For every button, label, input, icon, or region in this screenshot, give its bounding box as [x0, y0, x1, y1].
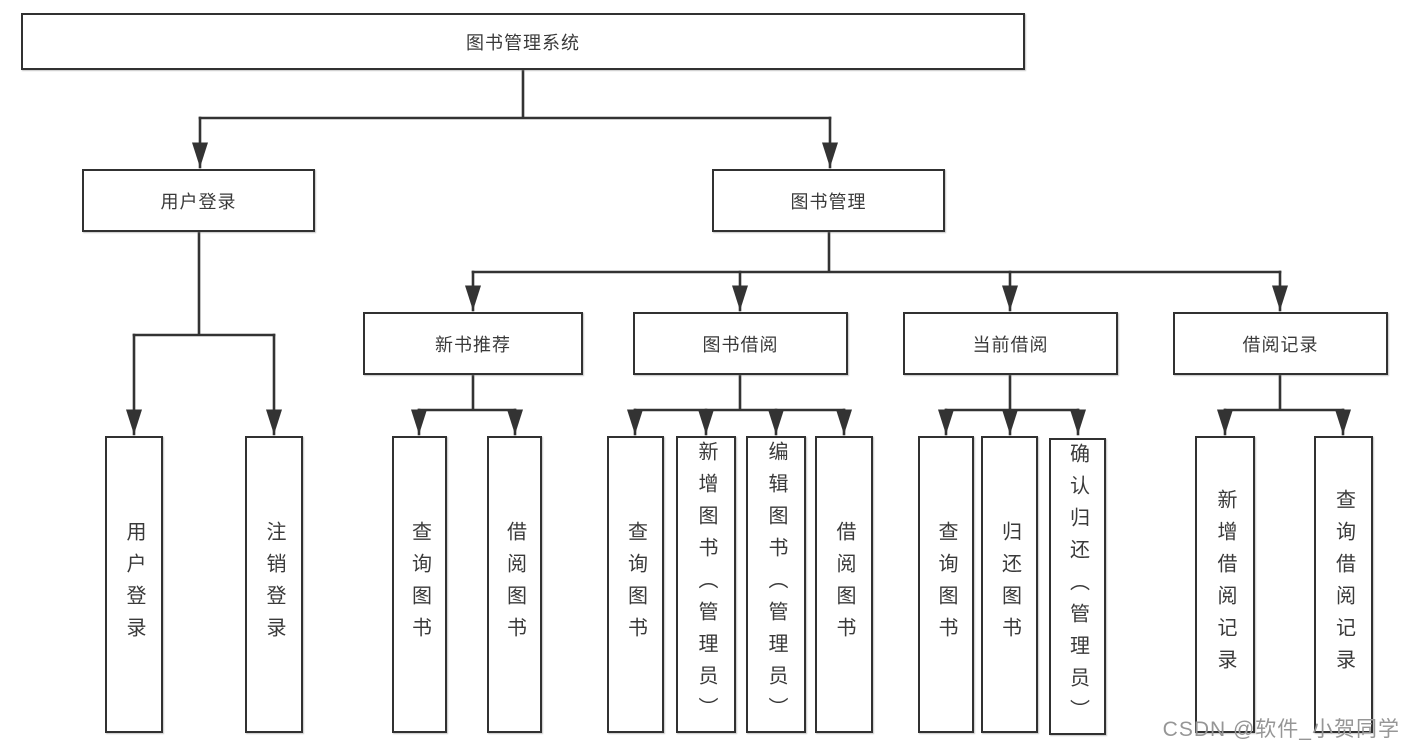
node-library-system-root: 图书管理系统 [21, 13, 1025, 70]
node-label: 查询图书 [624, 520, 647, 649]
node-leaf-confirm-return-admin: 确认归还（管理员） [1049, 438, 1106, 735]
node-user-login: 用户登录 [82, 169, 315, 232]
connector-user-login-split [132, 230, 276, 337]
node-label: 注销登录 [263, 520, 285, 649]
node-leaf-return-book: 归还图书 [981, 436, 1038, 733]
connector-root-split [198, 68, 832, 120]
node-leaf-user-login: 用户登录 [105, 436, 163, 733]
node-label: 用户登录 [123, 520, 145, 649]
node-book-borrow: 图书借阅 [633, 312, 848, 375]
node-leaf-add-book-admin: 新增图书（管理员） [676, 436, 736, 733]
node-leaf-query-books-borrow: 查询图书 [607, 436, 664, 733]
node-label: 查询图书 [408, 520, 431, 649]
node-label: 图书借阅 [702, 334, 779, 355]
node-leaf-borrow-books-recommend: 借阅图书 [487, 436, 542, 733]
node-label: 当前借阅 [972, 334, 1049, 355]
node-label: 借阅图书 [833, 520, 855, 649]
node-label: 新增借阅记录 [1214, 488, 1236, 681]
node-new-book-recommend: 新书推荐 [363, 312, 583, 375]
node-label: 新书推荐 [435, 334, 511, 355]
connector-book-borrow-split [633, 373, 846, 412]
node-leaf-query-books-current: 查询图书 [918, 436, 974, 733]
node-label: 借阅记录 [1242, 334, 1319, 355]
node-label: 图书管理系统 [466, 32, 580, 53]
node-label: 借阅图书 [503, 520, 526, 649]
node-label: 新增图书（管理员） [695, 440, 717, 729]
node-label: 查询图书 [935, 520, 957, 649]
node-label: 编辑图书（管理员） [765, 440, 787, 729]
connector-book-mgmt-split [471, 230, 1282, 274]
node-label: 确认归还（管理员） [1066, 442, 1089, 731]
node-label: 查询借阅记录 [1332, 488, 1355, 681]
node-label: 图书管理 [790, 191, 867, 212]
node-leaf-edit-book-admin: 编辑图书（管理员） [746, 436, 806, 733]
node-borrow-records: 借阅记录 [1173, 312, 1388, 375]
node-leaf-query-borrow-record: 查询借阅记录 [1314, 436, 1373, 733]
node-leaf-query-books-recommend: 查询图书 [392, 436, 447, 733]
connector-new-book-split [417, 373, 517, 412]
connector-borrow-records-split [1223, 373, 1345, 412]
node-label: 用户登录 [160, 191, 237, 212]
node-book-management: 图书管理 [712, 169, 945, 232]
node-leaf-logout: 注销登录 [245, 436, 303, 733]
node-leaf-borrow-books: 借阅图书 [815, 436, 873, 733]
connector-current-borrow-split [944, 373, 1080, 412]
node-leaf-add-borrow-record: 新增借阅记录 [1195, 436, 1255, 733]
node-label: 归还图书 [998, 520, 1021, 649]
node-current-borrow: 当前借阅 [903, 312, 1118, 375]
